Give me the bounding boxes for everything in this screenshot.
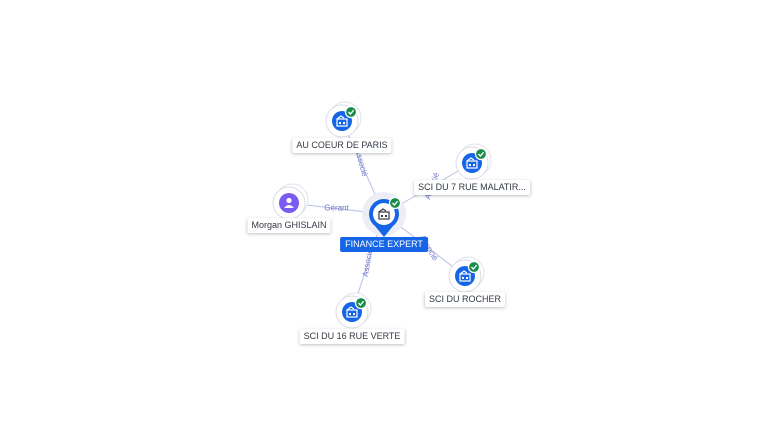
node-label-morgan: Morgan GHISLAIN: [247, 218, 331, 233]
building-icon: [466, 157, 478, 169]
person-icon: [284, 197, 294, 208]
node-label-sci16: SCI DU 16 RUE VERTE: [299, 329, 405, 344]
building-icon: [459, 270, 471, 282]
node-sci16[interactable]: [335, 292, 372, 329]
node-rocher[interactable]: [448, 256, 485, 293]
building-icon: [378, 208, 390, 220]
verified-check-icon: [474, 147, 488, 161]
node-sci7[interactable]: [455, 143, 492, 180]
building-icon: [346, 306, 358, 318]
node-au-coeur[interactable]: [325, 101, 362, 138]
edge-label: Gérant: [324, 204, 349, 213]
verified-check-icon: [354, 296, 368, 310]
center-node-label: FINANCE EXPERT: [340, 237, 428, 252]
center-node[interactable]: [362, 192, 406, 237]
verified-check-icon: [467, 260, 481, 274]
node-morgan[interactable]: [272, 183, 309, 220]
node-label-au-coeur: AU COEUR DE PARIS: [292, 138, 392, 153]
node-label-rocher: SCI DU ROCHER: [424, 292, 506, 307]
verified-check-icon: [344, 105, 358, 119]
building-icon: [336, 115, 348, 127]
edge-label: Associé: [361, 248, 375, 278]
node-label-sci7: SCI DU 7 RUE MALATIR...: [414, 180, 530, 195]
verified-check-icon: [388, 196, 402, 210]
